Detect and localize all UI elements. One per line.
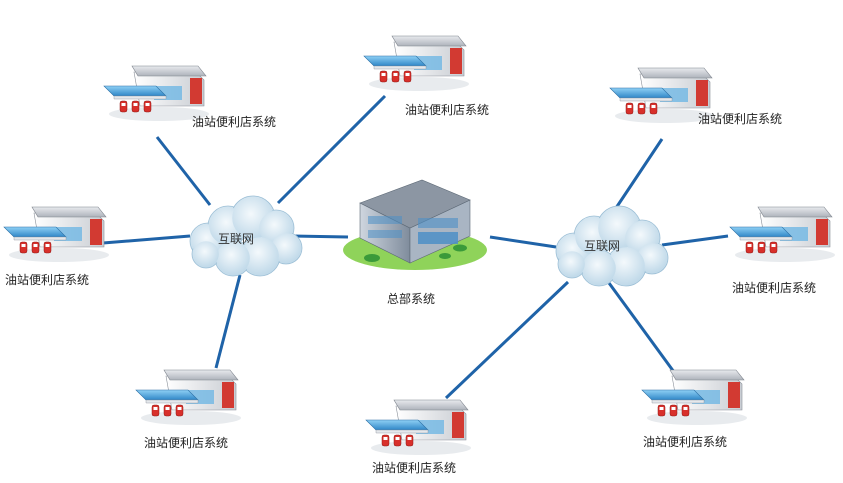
stores xyxy=(3,35,835,455)
store-label-right: 油站便利店系统 xyxy=(732,281,817,295)
store-label-bottom: 油站便利店系统 xyxy=(372,461,457,475)
link-cloud-left-to-hq xyxy=(291,234,349,239)
store-label-top-left: 油站便利店系统 xyxy=(192,115,277,129)
gas-station-icon-top-left xyxy=(103,65,209,121)
cloud-icon-right xyxy=(555,205,669,287)
store-label-top: 油站便利店系统 xyxy=(405,103,490,117)
link-store-bottom-to-cloud-right xyxy=(444,280,570,400)
clouds xyxy=(189,195,669,287)
store-label-top-right: 油站便利店系统 xyxy=(698,112,783,126)
link-store-left-to-cloud-left xyxy=(102,234,191,245)
cloud-icon-left xyxy=(189,195,303,277)
gas-station-icon-top xyxy=(363,35,469,91)
link-store-right-to-cloud-right xyxy=(661,234,729,247)
cloud-left-label: 互联网 xyxy=(218,232,255,246)
link-store-bl-to-cloud-left xyxy=(214,274,242,369)
link-store-top-to-cloud-left xyxy=(276,94,387,205)
gas-station-icon-bottom-left xyxy=(135,369,241,425)
store-label-left: 油站便利店系统 xyxy=(5,273,90,287)
link-store-br-to-cloud-right xyxy=(607,282,676,373)
gas-station-icon-bottom xyxy=(365,399,471,455)
store-label-bottom-right: 油站便利店系统 xyxy=(643,435,728,449)
gas-station-icon-bottom-right xyxy=(641,369,747,425)
link-hq-to-cloud-right xyxy=(489,235,557,249)
gas-station-icon-left xyxy=(3,206,109,262)
links xyxy=(102,94,729,400)
gas-station-icon-top-right xyxy=(609,67,715,123)
gas-station-icon-right xyxy=(729,206,835,262)
store-label-bottom-left: 油站便利店系统 xyxy=(144,436,229,450)
link-store-tl-to-cloud-left xyxy=(155,136,212,206)
cloud-right-label: 互联网 xyxy=(584,239,621,253)
office-building-icon xyxy=(343,179,487,270)
headquarters-label: 总部系统 xyxy=(387,292,436,306)
